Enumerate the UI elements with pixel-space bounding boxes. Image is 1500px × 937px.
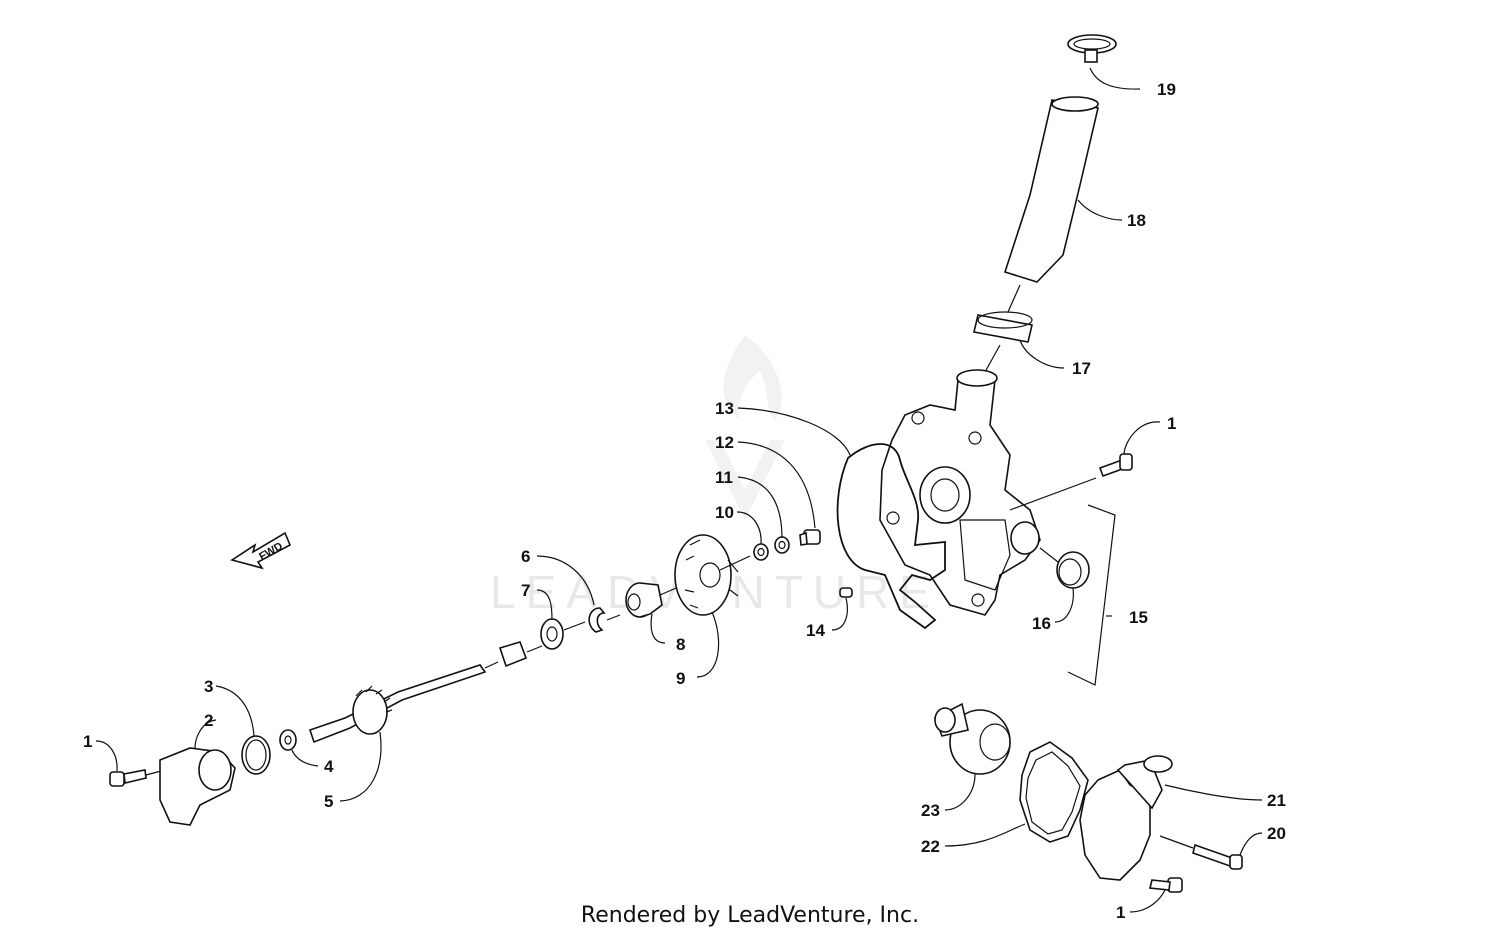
callout-11[interactable]: 11	[715, 468, 733, 487]
fwd-arrow-icon: FWD	[230, 531, 292, 570]
callout-6[interactable]: 6	[521, 547, 530, 566]
callout-18[interactable]: 18	[1127, 211, 1146, 230]
callout-1c[interactable]: 1	[1116, 903, 1125, 922]
part-12-impeller-nut	[799, 529, 821, 546]
part-13-gasket	[836, 443, 946, 630]
callout-12[interactable]: 12	[715, 433, 734, 452]
callout-13[interactable]: 13	[715, 399, 734, 418]
callout-22[interactable]: 22	[921, 837, 940, 856]
callout-17[interactable]: 17	[1072, 359, 1091, 378]
callout-labels: 19 18 17 13 1 12 11 10 6 7 15 16 14 8 9 …	[83, 80, 1286, 922]
leader-lines	[95, 67, 1263, 913]
part-11-washer	[774, 536, 790, 554]
part-9-impeller	[674, 534, 739, 616]
part-23-thermostat	[933, 702, 1011, 775]
callout-16[interactable]: 16	[1032, 614, 1051, 633]
callout-2[interactable]: 2	[204, 711, 213, 730]
part-21-thermostat-housing	[1079, 755, 1173, 881]
part-10-washer	[753, 543, 769, 561]
callout-20[interactable]: 20	[1267, 824, 1286, 843]
part-2-cover-plate	[159, 747, 236, 826]
callout-9[interactable]: 9	[676, 669, 685, 688]
part-6-circlip	[588, 607, 606, 633]
callout-23[interactable]: 23	[921, 801, 940, 820]
part-7-seal-bearing	[540, 618, 564, 650]
callout-15[interactable]: 15	[1129, 608, 1148, 627]
callout-1a[interactable]: 1	[1167, 414, 1176, 433]
part-16-o-ring	[1056, 551, 1090, 589]
callout-3[interactable]: 3	[204, 677, 213, 696]
part-14-dowel-pin	[839, 587, 853, 598]
part-22-thermostat-gasket	[1019, 741, 1089, 843]
part-1-bolt-b	[109, 769, 147, 787]
callout-19[interactable]: 19	[1157, 80, 1176, 99]
fwd-label: FWD	[257, 540, 285, 563]
watermark-logo	[705, 335, 785, 520]
shaft-collar	[498, 641, 528, 668]
callout-8[interactable]: 8	[676, 635, 685, 654]
callout-7[interactable]: 7	[521, 581, 530, 600]
bracket-15	[1067, 504, 1116, 686]
part-1-bolt-a	[1098, 453, 1133, 478]
callout-4[interactable]: 4	[324, 757, 334, 776]
callout-5[interactable]: 5	[324, 792, 333, 811]
callout-10[interactable]: 10	[715, 503, 734, 522]
part-5-pump-shaft	[308, 664, 487, 744]
part-20-bolt	[1192, 843, 1243, 870]
part-18-coolant-hose	[1003, 96, 1099, 283]
part-1-bolt-c	[1149, 877, 1183, 893]
callout-21[interactable]: 21	[1267, 791, 1286, 810]
callout-14[interactable]: 14	[806, 621, 825, 640]
part-17-hose-clamp	[973, 311, 1033, 343]
part-19-hose-clamp	[1067, 34, 1117, 63]
callout-1b[interactable]: 1	[83, 732, 92, 751]
part-3-o-ring	[241, 735, 271, 775]
part-8-mechanical-seal	[625, 582, 663, 618]
part-15-water-pump-housing	[879, 369, 1041, 616]
part-4-washer	[279, 729, 297, 751]
footer-credit: Rendered by LeadVenture, Inc.	[580, 903, 920, 928]
